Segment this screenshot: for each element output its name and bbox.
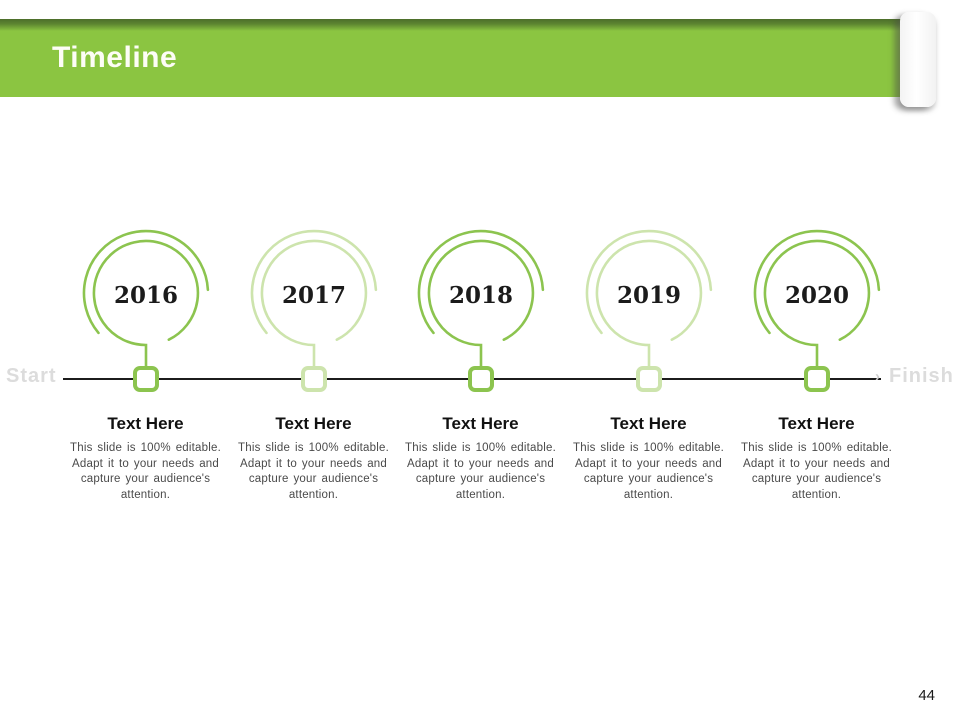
outer-arc — [753, 229, 881, 335]
timeline-node-square — [804, 366, 830, 392]
outer-arc — [585, 229, 713, 335]
timeline-node-square — [468, 366, 494, 392]
outer-arc — [82, 229, 210, 335]
milestone-heading: Text Here — [275, 414, 352, 433]
page-curl-decoration — [900, 12, 936, 107]
outer-arc — [250, 229, 378, 335]
milestone-body: This slide is 100% editable. Adapt it to… — [405, 442, 556, 501]
page-title: Timeline — [52, 41, 178, 74]
milestone-node-2019 — [585, 229, 713, 392]
milestone-node-2016 — [82, 229, 210, 392]
start-label: Start — [6, 365, 57, 387]
milestone-heading: Text Here — [442, 414, 519, 433]
milestone-body: This slide is 100% editable. Adapt it to… — [70, 442, 221, 501]
milestone-body: This slide is 100% editable. Adapt it to… — [238, 442, 389, 501]
inner-arc-tail — [595, 239, 703, 370]
inner-arc-tail — [92, 239, 200, 370]
timeline-node-square — [133, 366, 159, 392]
milestone-node-2017 — [250, 229, 378, 392]
milestone-body: This slide is 100% editable. Adapt it to… — [573, 442, 724, 501]
inner-arc-tail — [427, 239, 535, 370]
arrow-right-icon: › — [875, 368, 880, 385]
timeline-node-square — [636, 366, 662, 392]
inner-arc-tail — [260, 239, 368, 370]
header-bar: Timeline — [0, 19, 918, 97]
milestone-node-2018 — [417, 229, 545, 392]
milestone-heading: Text Here — [778, 414, 855, 433]
milestone-heading: Text Here — [107, 414, 184, 433]
year-label-2020: 2020 — [784, 282, 849, 309]
year-label-2018: 2018 — [448, 282, 513, 309]
year-label-2019: 2019 — [616, 282, 681, 309]
milestone-heading: Text Here — [610, 414, 687, 433]
year-label-2017: 2017 — [281, 282, 346, 309]
year-label-2016: 2016 — [113, 282, 178, 309]
outer-arc — [417, 229, 545, 335]
finish-label: Finish — [889, 365, 954, 387]
milestone-body: This slide is 100% editable. Adapt it to… — [741, 442, 892, 501]
page-number: 44 — [918, 687, 935, 704]
timeline-node-square — [301, 366, 327, 392]
inner-arc-tail — [763, 239, 871, 370]
milestone-node-2020 — [753, 229, 881, 392]
